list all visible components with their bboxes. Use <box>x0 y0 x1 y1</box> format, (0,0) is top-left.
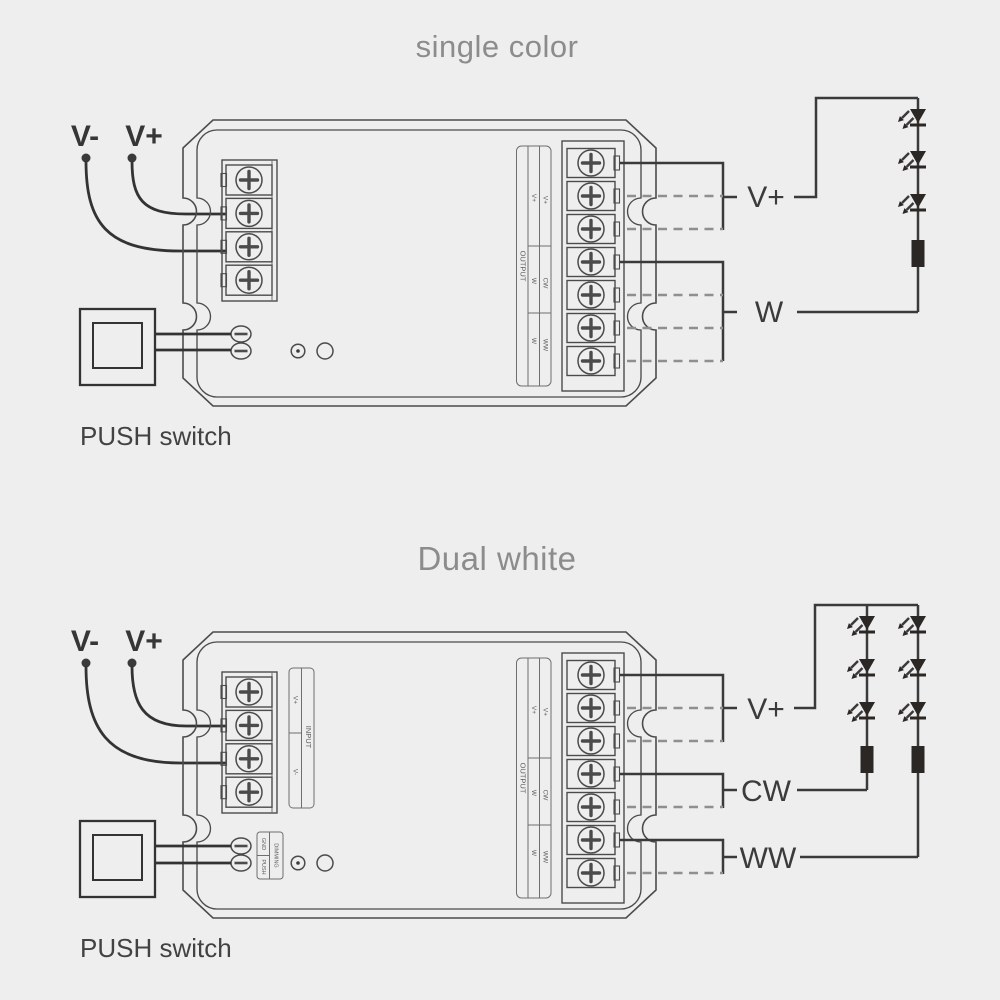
wire-label-v-plus: V+ <box>747 693 785 726</box>
dimming-label-plate: GND PUSH DIMMING <box>256 831 284 880</box>
label-v-minus: V- <box>71 625 99 658</box>
plate-label: V+ <box>292 696 299 704</box>
led-icon <box>896 700 928 724</box>
led-icon <box>845 657 877 681</box>
wire-label-v-plus: V+ <box>747 181 785 214</box>
plate-label: W <box>530 338 537 345</box>
led-string-white <box>896 98 928 312</box>
led-icon <box>845 614 877 638</box>
push-switch <box>78 307 157 387</box>
plate-label: V+ <box>530 194 537 202</box>
plate-label-input: INPUT <box>304 726 313 749</box>
plate-label-dimming: DIMMING <box>273 843 279 867</box>
led-icon <box>896 149 928 173</box>
led-icon <box>845 700 877 724</box>
push-switch-label: PUSH switch <box>80 933 232 963</box>
push-switch-wires <box>155 844 231 865</box>
label-v-plus: V+ <box>125 625 163 658</box>
plate-label: GND <box>260 838 266 850</box>
input-power-wires <box>84 160 226 253</box>
output-wire-group-ww <box>620 838 918 875</box>
plate-label: PUSH <box>260 859 266 874</box>
plate-label: W <box>530 790 537 797</box>
push-switch-wires <box>155 332 231 352</box>
input-label-plate: V+ V- INPUT <box>288 667 315 809</box>
wire-terminal-dot <box>81 658 91 668</box>
controller-dual-white <box>183 632 656 918</box>
plate-label: W <box>530 850 537 857</box>
push-switch <box>78 819 157 899</box>
led-icon <box>896 192 928 216</box>
output-wire-group-w <box>620 260 918 363</box>
output-wire-group-vplus <box>620 96 918 231</box>
led-string-ww <box>896 605 928 857</box>
section-single-color: single color V- V+ PUSH switch OUTPUT V+… <box>71 29 928 451</box>
led-icon <box>896 107 928 131</box>
led-icon <box>896 657 928 681</box>
resistor-icon <box>911 240 925 267</box>
section-title: single color <box>416 29 579 64</box>
resistor-icon <box>911 746 925 773</box>
led-string-cw <box>845 605 877 790</box>
plate-label: V+ <box>541 196 548 204</box>
section-dual-white: Dual white V- V+ PUSH switch V+ V- INPUT <box>71 540 928 963</box>
label-v-minus: V- <box>71 120 99 153</box>
plate-label: CW <box>541 278 548 290</box>
led-icon <box>896 614 928 638</box>
wire-terminal-dot <box>127 658 137 668</box>
wire-label-ww: WW <box>740 842 797 875</box>
input-power-wires <box>84 665 226 765</box>
plate-label: V- <box>292 769 299 775</box>
plate-label: W <box>530 278 537 285</box>
wire-label-cw: CW <box>741 775 792 808</box>
plate-label: WW <box>541 851 548 864</box>
output-wire-group-cw <box>620 772 867 809</box>
plate-label: V+ <box>530 706 537 714</box>
plate-label-output: OUTPUT <box>519 763 528 794</box>
wire-label-w: W <box>755 296 784 329</box>
plate-label: V+ <box>541 708 548 716</box>
section-title: Dual white <box>417 540 576 577</box>
plate-label: WW <box>541 339 548 352</box>
plate-label-output: OUTPUT <box>519 251 528 282</box>
wire-terminal-dot <box>127 153 137 163</box>
wire-terminal-dot <box>81 153 91 163</box>
resistor-icon <box>860 746 874 773</box>
plate-label: CW <box>541 790 548 802</box>
controller-single-color <box>183 120 656 406</box>
push-switch-label: PUSH switch <box>80 421 232 451</box>
label-v-plus: V+ <box>125 120 163 153</box>
